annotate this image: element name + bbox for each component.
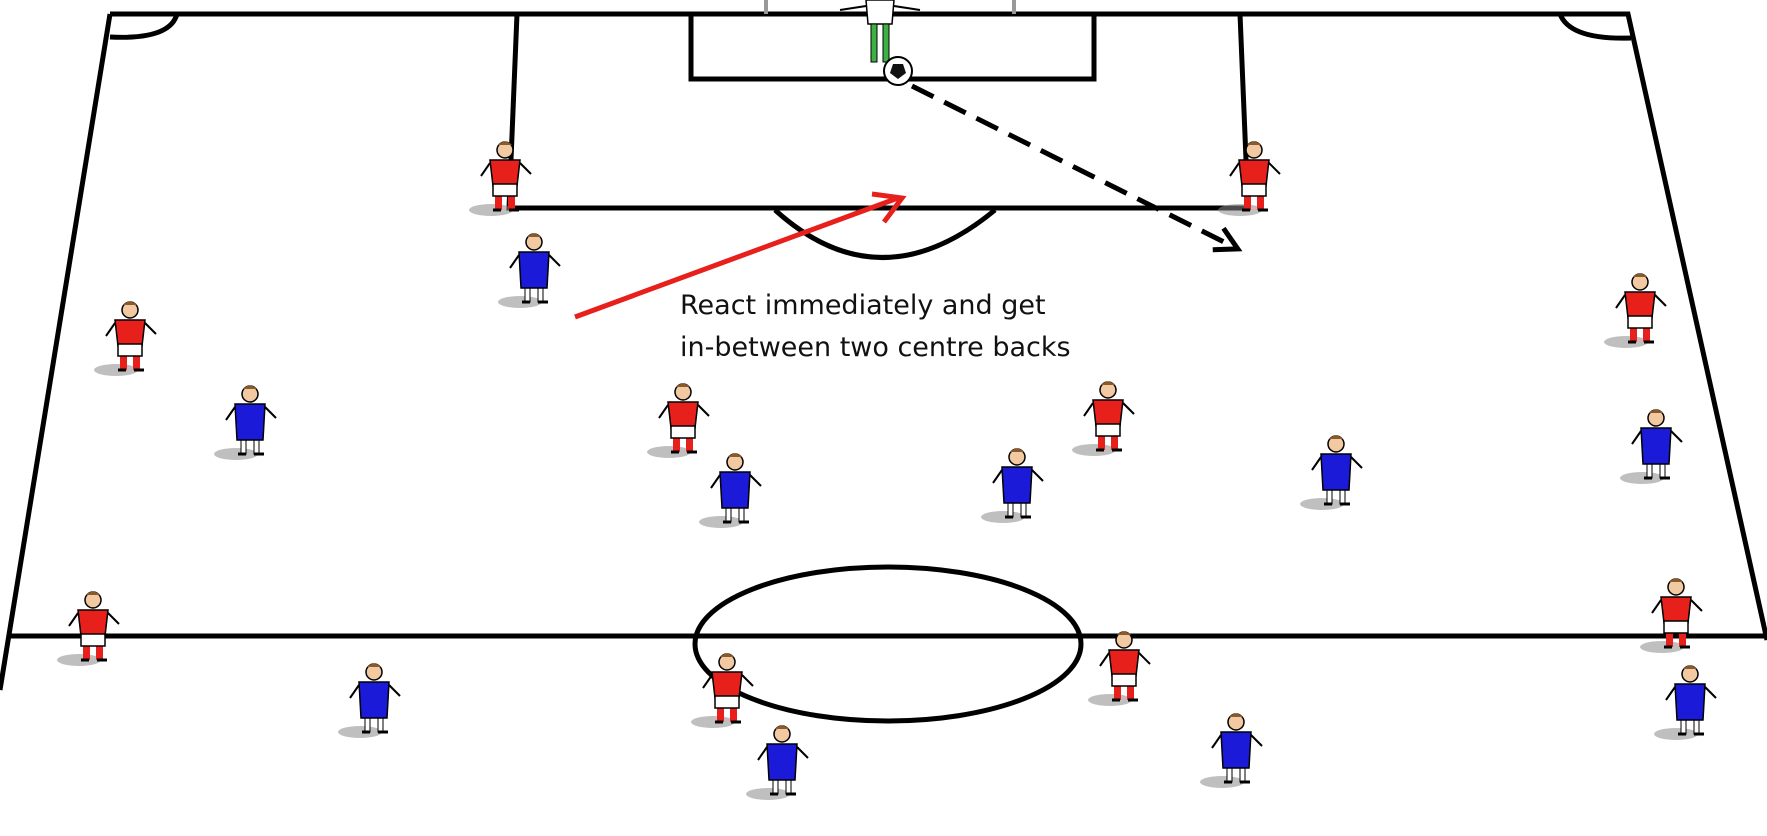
player-icon [1298,434,1364,512]
corner-arc-right [1557,12,1632,41]
movement-arrow [574,195,899,320]
player-icon [1216,140,1282,218]
centre-circle [692,564,1084,724]
pass-arrow [910,83,1236,248]
player-icon [1198,712,1264,790]
player-icon [1652,664,1718,742]
player-icon [645,382,711,460]
pitch-outline [0,11,1767,691]
player-icon [1086,630,1152,708]
player-icon [212,384,278,462]
player-icon [979,447,1045,525]
annotation-line-1: React immediately and get [680,290,1046,321]
player-icon [1638,577,1704,655]
corner-arc-left [109,13,180,40]
player-icon [697,452,763,530]
player-icon [1618,408,1684,486]
annotation-line-2: in-between two centre backs [680,332,1071,363]
ball-icon [883,56,913,86]
player-icon [336,662,402,740]
player-icon [1602,272,1668,350]
player-icon [744,724,810,802]
player-icon [467,140,533,218]
penalty-area [506,13,1251,211]
goalkeeper [839,0,921,63]
red-team [55,140,1704,730]
player-icon [496,232,562,310]
instruction-annotation: React immediately and get in-between two… [680,285,1071,369]
player-icon [92,300,158,378]
player-icon [55,590,121,668]
player-icon [1070,380,1136,458]
movement-arrow-head [871,191,907,224]
